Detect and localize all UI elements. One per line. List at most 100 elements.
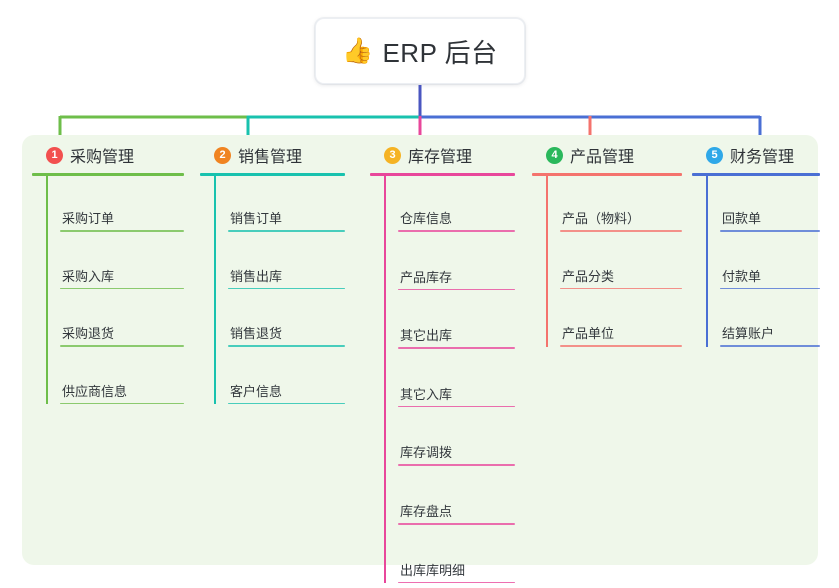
branch-badge-4: 4 (546, 146, 563, 164)
connector-lines (58, 85, 762, 152)
branch-item-label: 产品分类 (562, 268, 615, 284)
branch-item-rule (60, 287, 184, 290)
branch-item-label: 仓库信息 (400, 211, 453, 226)
branch-item-label: 其它入库 (400, 386, 453, 402)
branch-title-2: 销售管理 (238, 149, 303, 166)
branch-item-rule (398, 230, 515, 232)
thumbs-up-icon: 👍 (342, 36, 374, 65)
branch-item-rule (398, 522, 515, 525)
branch-item-label: 采购退货 (62, 326, 115, 342)
branch-column-5: 5 财务管理 回款单付款单结算账户 (692, 143, 820, 347)
branch-header-3[interactable]: 3 库存管理 (370, 143, 515, 167)
branch-item[interactable]: 采购订单 (46, 176, 184, 232)
branch-item[interactable]: 产品分类 (546, 232, 682, 290)
branch-item[interactable]: 采购退货 (46, 289, 184, 347)
branch-badge-1: 1 (46, 146, 63, 164)
branch-title-1: 采购管理 (70, 149, 135, 166)
branch-spine-2 (214, 176, 216, 404)
branch-item-label: 产品单位 (562, 326, 615, 342)
branch-items-4: 产品（物料） 产品分类产品单位 (532, 176, 682, 347)
branch-item[interactable]: 采购入库 (46, 232, 184, 290)
branch-item-label: 出库库明细 (400, 562, 466, 578)
branch-header-1[interactable]: 1 采购管理 (32, 143, 184, 167)
branch-item[interactable]: 产品（物料） (546, 176, 682, 232)
branch-item[interactable]: 销售订单 (214, 176, 345, 232)
branch-item-label: 采购入库 (62, 268, 115, 284)
branch-item-label: 库存盘点 (400, 503, 453, 519)
branch-item[interactable]: 销售退货 (214, 289, 345, 347)
branch-item-rule (720, 345, 820, 347)
branch-rule-5 (692, 173, 820, 176)
branch-item-label: 付款单 (722, 268, 762, 284)
branch-item-rule (228, 402, 345, 405)
branch-item-rule (398, 347, 515, 349)
branch-item[interactable]: 供应商信息 (46, 347, 184, 405)
branch-item-label: 销售出库 (230, 268, 283, 284)
branch-badge-2: 2 (214, 146, 231, 164)
branch-item[interactable]: 其它入库 (384, 349, 515, 408)
branch-item[interactable]: 结算账户 (706, 289, 820, 347)
root-node[interactable]: 👍 ERP 后台 (315, 18, 525, 84)
branch-item-rule (560, 287, 682, 290)
branch-item[interactable]: 仓库信息 (384, 176, 515, 232)
branch-items-3: 仓库信息产品库存其它出库其它入库库存调拨库存盘点出库库明细 (370, 176, 515, 584)
branch-title-3: 库存管理 (408, 149, 473, 166)
branch-item-rule (228, 230, 345, 232)
branch-item-rule (398, 464, 515, 466)
branch-item[interactable]: 库存调拨 (384, 407, 515, 466)
branch-item[interactable]: 客户信息 (214, 347, 345, 405)
branch-item-label: 销售退货 (230, 326, 283, 342)
branch-item-label: 销售订单 (230, 211, 283, 226)
branch-header-4[interactable]: 4 产品管理 (532, 143, 682, 167)
branch-item-rule (398, 405, 515, 408)
branch-items-5: 回款单付款单结算账户 (692, 176, 820, 347)
branch-item-rule (720, 287, 820, 290)
branch-item-rule (398, 581, 515, 584)
branch-header-5[interactable]: 5 财务管理 (692, 143, 820, 167)
branch-item[interactable]: 产品单位 (546, 289, 682, 347)
diagram-panel (22, 135, 818, 565)
branch-column-4: 4 产品管理 产品（物料） 产品分类产品单位 (532, 143, 682, 347)
branch-items-2: 销售订单销售出库销售退货客户信息 (200, 176, 345, 405)
branch-item-rule (720, 230, 820, 232)
branch-items-1: 采购订单采购入库采购退货供应商信息 (32, 176, 184, 405)
branch-column-2: 2 销售管理 销售订单销售出库销售退货客户信息 (200, 143, 345, 405)
branch-item-label: 库存调拨 (400, 445, 453, 461)
branch-spine-1 (46, 176, 48, 404)
branch-item-rule (398, 288, 515, 291)
branch-title-4: 产品管理 (570, 149, 635, 166)
branch-item-label: 产品（物料） (562, 211, 641, 226)
branch-item-rule (228, 345, 345, 347)
branch-rule-4 (532, 173, 682, 176)
branch-item[interactable]: 库存盘点 (384, 466, 515, 525)
branch-item-label: 采购订单 (62, 211, 115, 226)
branch-spine-3 (384, 176, 386, 583)
branch-item-rule (60, 345, 184, 347)
branch-item[interactable]: 其它出库 (384, 290, 515, 349)
branch-column-1: 1 采购管理 采购订单采购入库采购退货供应商信息 (32, 143, 184, 405)
branch-item-rule (560, 230, 682, 232)
branch-item[interactable]: 回款单 (706, 176, 820, 232)
branch-item-label: 客户信息 (230, 383, 283, 399)
branch-item-label: 供应商信息 (62, 383, 128, 399)
branch-rule-3 (370, 173, 515, 176)
branch-item[interactable]: 出库库明细 (384, 525, 515, 584)
branch-item-rule (60, 230, 184, 232)
branch-rule-1 (32, 173, 184, 176)
branch-header-2[interactable]: 2 销售管理 (200, 143, 345, 167)
branch-item[interactable]: 销售出库 (214, 232, 345, 290)
branch-item[interactable]: 付款单 (706, 232, 820, 290)
root-title: ERP 后台 (382, 37, 498, 68)
branch-item-rule (228, 287, 345, 290)
branch-rule-2 (200, 173, 345, 176)
branch-column-3: 3 库存管理 仓库信息产品库存其它出库其它入库库存调拨库存盘点出库库明细 (370, 143, 515, 584)
branch-badge-3: 3 (384, 146, 401, 164)
branch-badge-5: 5 (706, 146, 723, 164)
branch-item[interactable]: 产品库存 (384, 232, 515, 291)
branch-item-label: 结算账户 (722, 326, 775, 342)
branch-item-rule (60, 402, 184, 405)
branch-item-label: 回款单 (722, 211, 762, 226)
branch-item-rule (560, 345, 682, 347)
branch-spine-5 (706, 176, 708, 347)
